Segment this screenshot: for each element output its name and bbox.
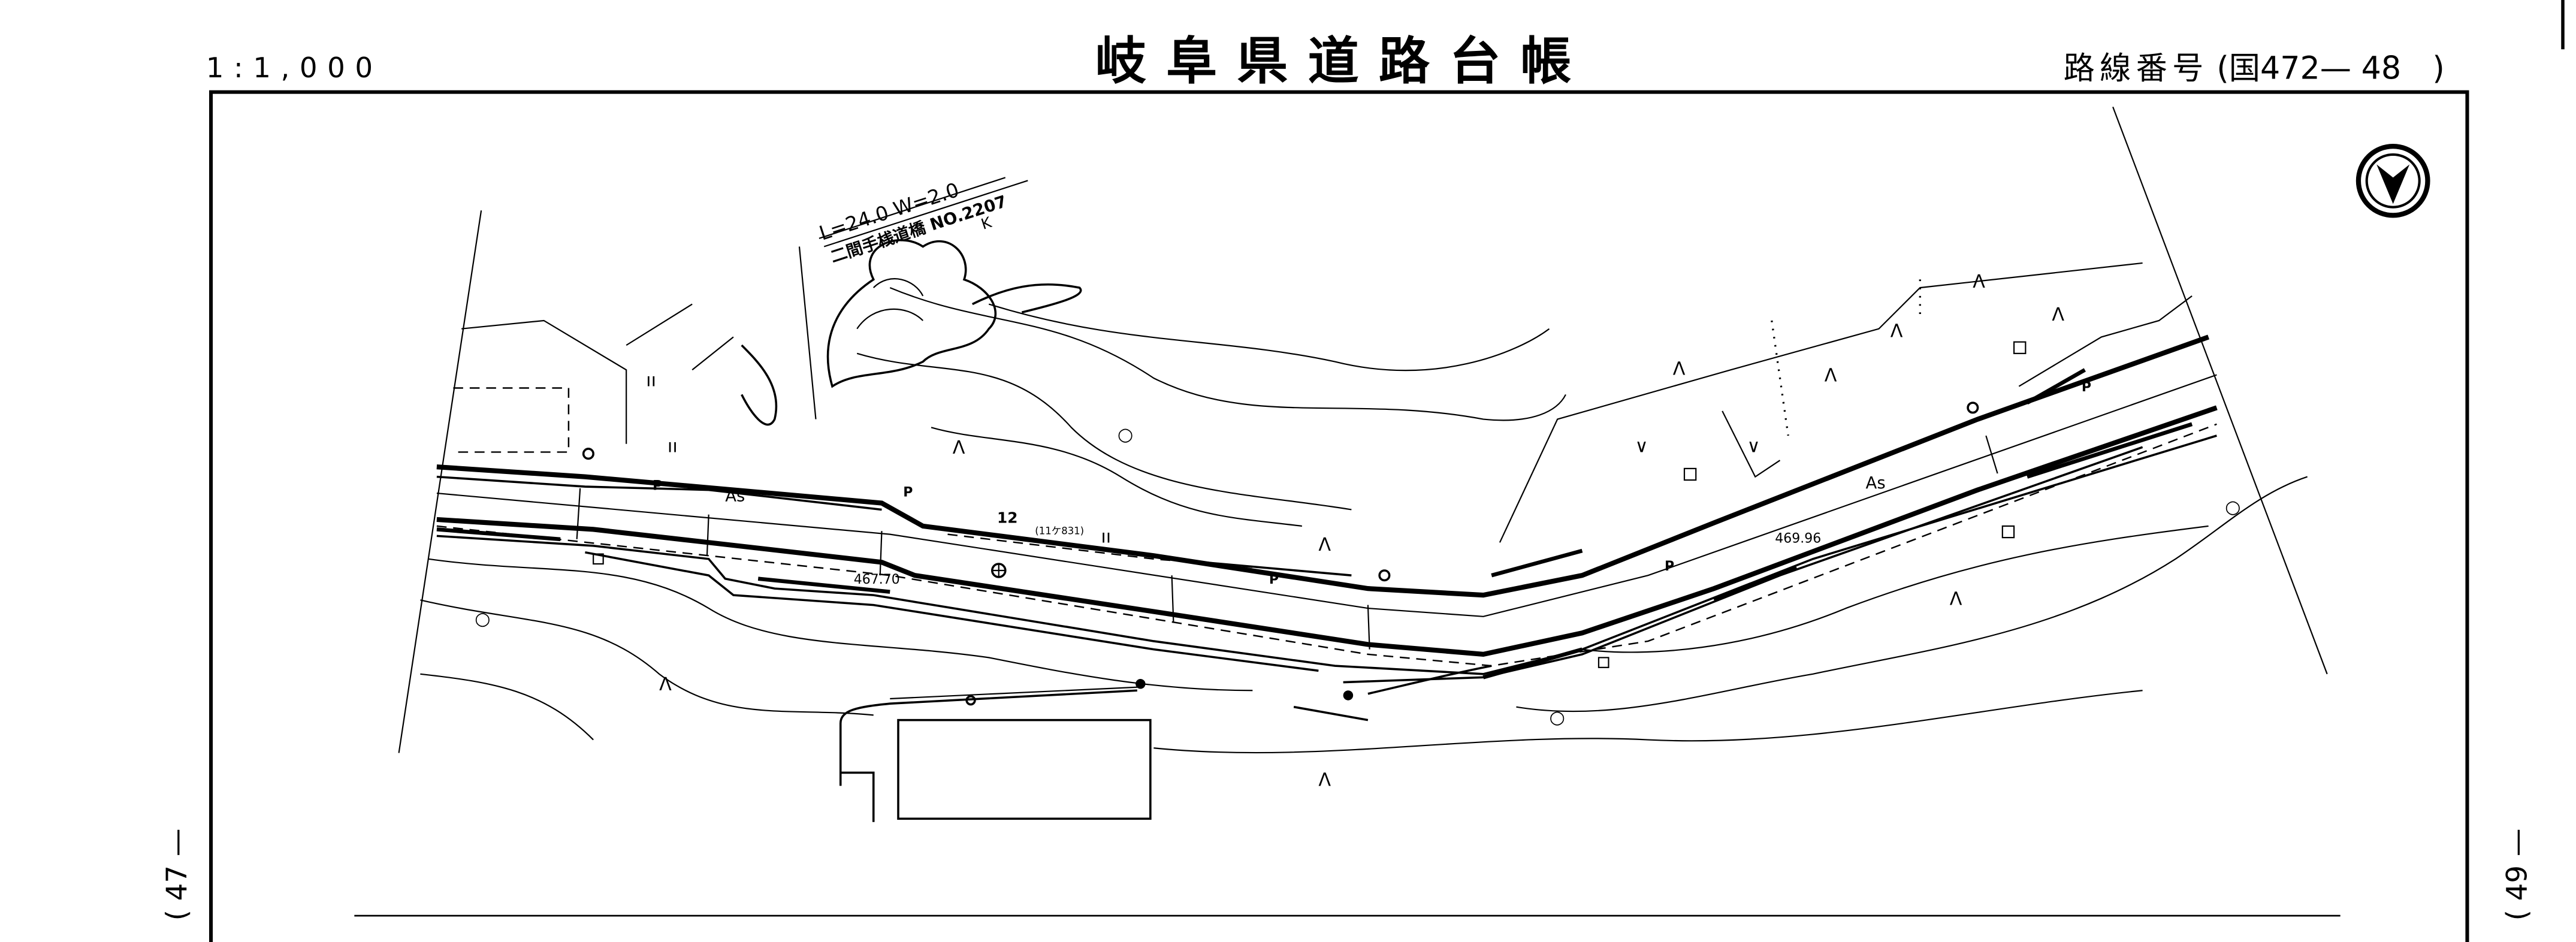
parking-label: P xyxy=(1665,559,1674,574)
svg-text:Λ: Λ xyxy=(1973,271,1985,292)
land-use-symbols: Λ ○ Λ ○ Λ Λ ○ Λ ○ Λ Λ Λ Λ Λ ∨ ∨ ıı ıı ıı xyxy=(475,271,2240,790)
width-arrows xyxy=(576,435,1998,650)
svg-text:○: ○ xyxy=(475,609,490,630)
svg-text:Λ: Λ xyxy=(1318,535,1331,555)
marker-code: (11ケ831) xyxy=(1035,526,1084,537)
structures xyxy=(453,262,2193,822)
bridge-code: K xyxy=(979,213,994,233)
surface-label-left: As xyxy=(725,487,745,506)
right-page-number: ( 49 — xyxy=(2501,829,2533,921)
svg-text:Λ: Λ xyxy=(1825,366,1837,387)
route-label: 路線番号 xyxy=(2064,51,2209,87)
svg-text:Λ: Λ xyxy=(953,437,965,458)
svg-text:ıı: ıı xyxy=(646,370,656,391)
elevation-label-left: 467.70 xyxy=(854,572,900,587)
bridge-annotation: L=24.0 W=2.0 二間手桟道橋 NO.2207 K xyxy=(816,178,1028,267)
svg-text:○: ○ xyxy=(1549,707,1565,728)
elevation-label-right: 469.96 xyxy=(1775,531,1821,546)
scale-label: 1:1,000 xyxy=(206,52,383,84)
page-title: 岐阜県道路台帳 xyxy=(1095,32,1591,92)
svg-text:Λ: Λ xyxy=(1950,589,1962,610)
parking-label: P xyxy=(903,485,913,500)
svg-text:Λ: Λ xyxy=(1673,359,1686,380)
contour-lines xyxy=(420,287,2308,754)
left-page-number: ( 47 — xyxy=(161,829,194,921)
parking-label: P xyxy=(2082,380,2091,395)
svg-text:∨: ∨ xyxy=(1635,436,1648,457)
tree-canopy xyxy=(741,177,1082,426)
svg-text:Λ: Λ xyxy=(1318,769,1331,790)
svg-text:Λ: Λ xyxy=(1891,321,1903,342)
marker-number: 12 xyxy=(997,509,1017,526)
svg-text:ıı: ıı xyxy=(668,436,678,457)
parking-label: P xyxy=(1269,572,1279,587)
svg-text:ıı: ıı xyxy=(1101,526,1111,547)
svg-text:∨: ∨ xyxy=(1747,436,1760,457)
map-frame xyxy=(209,90,2469,942)
surface-label-right: As xyxy=(1866,474,1886,493)
road xyxy=(436,334,2218,721)
svg-text:Λ: Λ xyxy=(2052,304,2064,325)
svg-text:○: ○ xyxy=(2225,497,2240,518)
parking-label: P xyxy=(653,479,662,494)
map-markers xyxy=(582,341,2027,706)
retaining-walls xyxy=(436,368,2193,680)
svg-text:○: ○ xyxy=(1118,424,1133,445)
north-arrow-icon xyxy=(2355,144,2430,218)
route-number: (国472— 48 ) xyxy=(2216,51,2444,87)
svg-text:Λ: Λ xyxy=(659,674,672,695)
survey-boundaries xyxy=(398,106,2328,753)
